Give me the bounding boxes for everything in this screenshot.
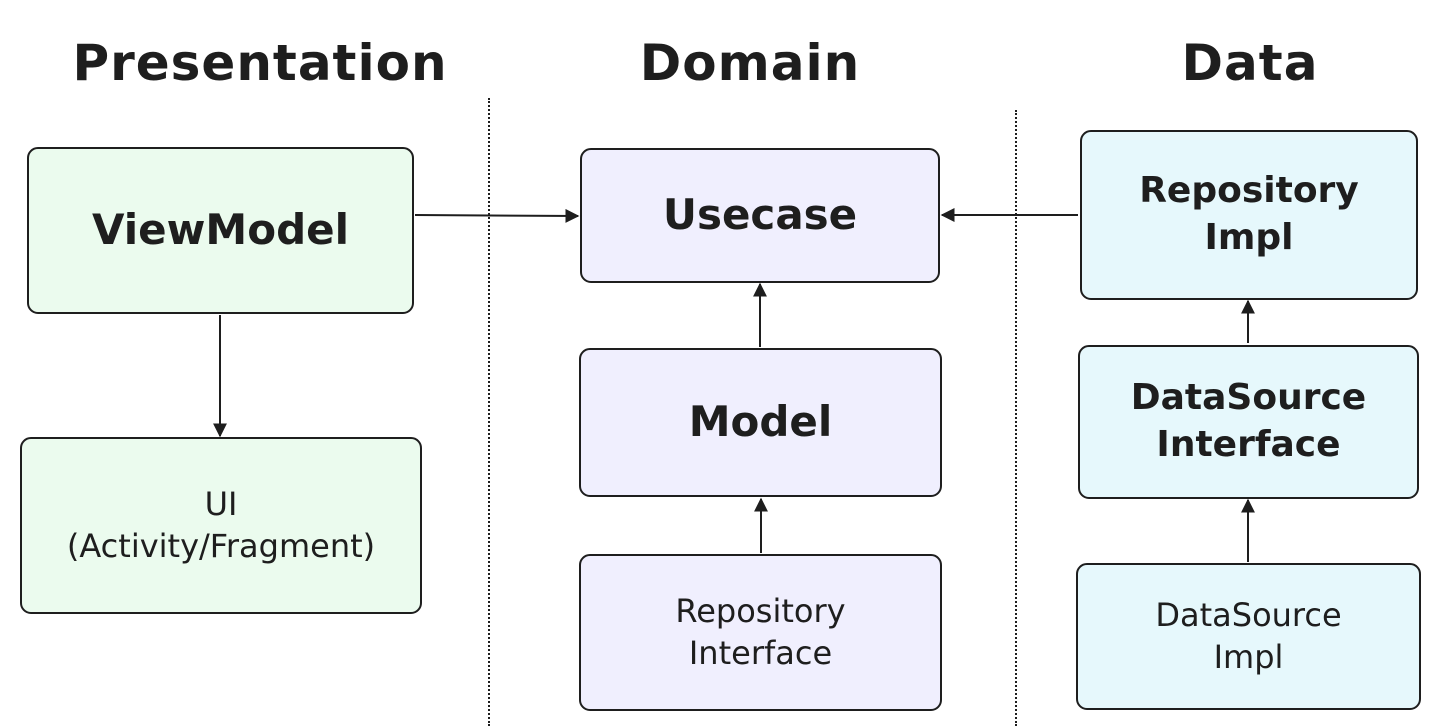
viewmodel-node: ViewModel (27, 147, 414, 314)
usecase-label: Usecase (662, 190, 858, 240)
presentation-heading: Presentation (72, 34, 448, 92)
repository-interface-node: Repository Interface (579, 554, 942, 711)
ui-label: UI (Activity/Fragment) (66, 484, 376, 565)
usecase-node: Usecase (580, 148, 940, 283)
data-heading: Data (1181, 34, 1319, 92)
model-label: Model (688, 397, 833, 447)
domain-heading: Domain (639, 34, 861, 92)
datasource-impl-node: DataSource Impl (1076, 563, 1421, 710)
repository-impl-node: Repository Impl (1080, 130, 1418, 300)
model-node: Model (579, 348, 942, 497)
viewmodel-label: ViewModel (91, 205, 350, 255)
ui-node: UI (Activity/Fragment) (20, 437, 422, 614)
viewmodel-to-usecase-arrow (414, 208, 580, 223)
datasource-interface-label: DataSource Interface (1130, 377, 1367, 465)
datasource-impl-label: DataSource Impl (1155, 595, 1342, 676)
presentation-domain-divider (488, 98, 490, 726)
datasource-interface-node: DataSource Interface (1078, 345, 1419, 499)
repository-impl-label: Repository Impl (1139, 170, 1359, 258)
domain-data-divider (1015, 110, 1017, 726)
repository-interface-label: Repository Interface (675, 591, 846, 672)
